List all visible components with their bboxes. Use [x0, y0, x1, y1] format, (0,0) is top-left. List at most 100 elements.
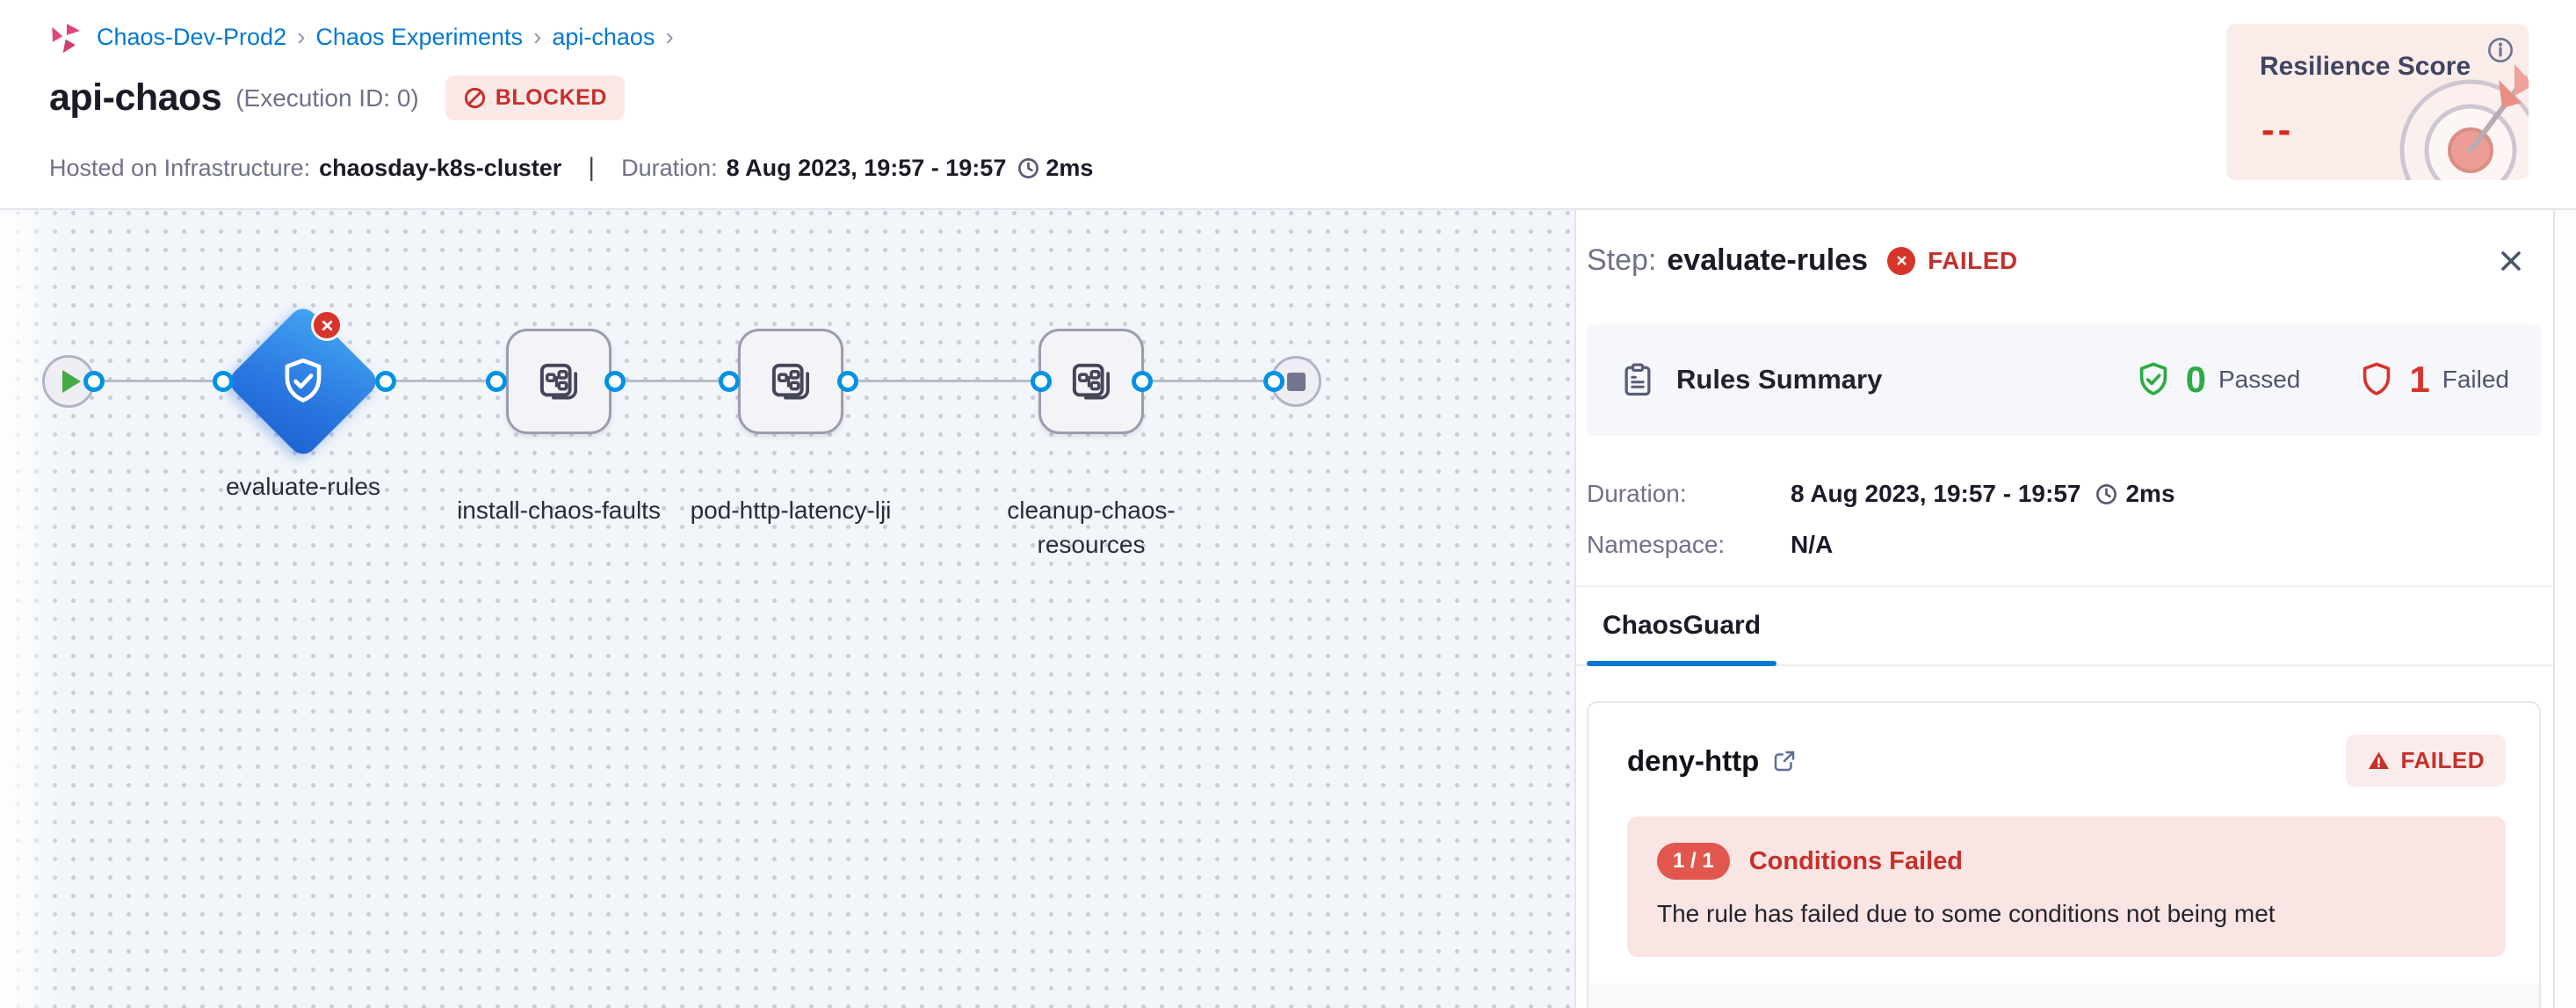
duration-value: 8 Aug 2023, 19:57 - 19:57: [726, 154, 1007, 181]
failed-count-group: 1 Failed: [2356, 359, 2509, 401]
section-divider: [1576, 585, 2553, 587]
pipeline-edge: [88, 380, 1276, 382]
conditions-failed-alert: 1 / 1 Conditions Failed The rule has fai…: [1627, 816, 2506, 957]
connector-dot: [1031, 371, 1052, 392]
chaos-module-icon: [52, 24, 80, 54]
infra-value: chaosday-k8s-cluster: [319, 154, 562, 181]
panel-scrollbar[interactable]: [2553, 210, 2576, 1008]
breadcrumb-separator: ›: [665, 23, 674, 50]
node-label: pod-http-latency-lji: [690, 497, 892, 524]
connector-dot: [213, 371, 234, 392]
namespace-row: Namespace: N/A: [1587, 531, 2541, 559]
breadcrumb-separator: ›: [297, 23, 306, 50]
breadcrumb-link-project[interactable]: Chaos-Dev-Prod2: [97, 23, 287, 50]
passed-count: 0: [2185, 359, 2206, 400]
connector-dot: [375, 371, 396, 392]
chaos-fault-icon: [539, 363, 577, 400]
connector-dot: [604, 371, 626, 392]
failed-count: 1: [2409, 359, 2430, 400]
rules-summary-card: Rules Summary 0 Passed 1: [1587, 323, 2541, 436]
resilience-score-card: Resilience Score --: [2226, 24, 2529, 180]
duration-row: Duration: 8 Aug 2023, 19:57 - 19:57 2ms: [1587, 480, 2541, 508]
pipeline-canvas[interactable]: evaluate-rules install-chaos-faults: [0, 210, 1574, 1008]
node-label: evaluate-rules: [226, 473, 380, 500]
rule-status-label: FAILED: [2400, 747, 2485, 773]
step-details: Duration: 8 Aug 2023, 19:57 - 19:57 2ms …: [1587, 480, 2541, 559]
resilience-score-value: --: [2261, 108, 2295, 151]
node-failed-badge: [311, 309, 343, 341]
target-dart-illustration: [2399, 64, 2529, 180]
stop-icon: [1286, 372, 1306, 391]
node-label: install-chaos-faults: [457, 497, 661, 524]
play-icon: [62, 370, 81, 393]
namespace-label: Namespace:: [1587, 531, 1726, 558]
view-conditions-toggle[interactable]: View Conditions (1): [1588, 983, 2539, 1008]
rule-status-badge: FAILED: [2345, 735, 2506, 787]
failed-circle-icon: [1887, 246, 1916, 275]
tab-chaosguard[interactable]: ChaosGuard: [1587, 587, 1777, 666]
breadcrumb: Chaos-Dev-Prod2 › Chaos Experiments › ap…: [47, 19, 674, 54]
close-icon: [2501, 250, 2521, 271]
resilience-score-title: Resilience Score: [2260, 52, 2471, 81]
shield-check-icon: [276, 354, 330, 409]
panel-header: Step: evaluate-rules FAILED: [1587, 243, 2541, 278]
breadcrumb-link-experiment[interactable]: api-chaos: [552, 23, 655, 50]
title-row: api-chaos (Execution ID: 0) BLOCKED: [49, 76, 625, 120]
status-badge-blocked: BLOCKED: [445, 76, 625, 120]
connector-dot: [837, 371, 858, 392]
rules-summary-title: Rules Summary: [1676, 364, 1883, 395]
rule-name[interactable]: deny-http: [1627, 743, 1760, 777]
step-status-label: FAILED: [1928, 246, 2018, 274]
meta-row: Hosted on Infrastructure: chaosday-k8s-c…: [49, 153, 1093, 183]
step-details-panel: Step: evaluate-rules FAILED: [1574, 210, 2553, 1008]
connector-dot: [1263, 371, 1284, 392]
meta-separator: |: [588, 153, 596, 182]
infra-label: Hosted on Infrastructure:: [49, 154, 311, 181]
namespace-value: N/A: [1791, 531, 1834, 558]
page-header: Chaos-Dev-Prod2 › Chaos Experiments › ap…: [0, 0, 2576, 210]
step-status-badge: FAILED: [1887, 246, 2018, 275]
node-evaluate-rules[interactable]: [224, 302, 382, 460]
step-label: Step:: [1587, 243, 1657, 277]
chaos-fault-icon: [771, 363, 809, 400]
shield-red-icon: [2363, 362, 2391, 395]
passed-label: Passed: [2218, 366, 2301, 393]
rules-summary-counts: 0 Passed 1 Failed: [2133, 359, 2509, 401]
node-install-chaos-faults[interactable]: [506, 329, 611, 434]
page-title: api-chaos: [49, 76, 222, 119]
clock-icon: [1018, 157, 1039, 178]
failed-label: Failed: [2442, 366, 2509, 393]
duration-label: Duration:: [1587, 480, 1687, 507]
tab-bar: ChaosGuard: [1576, 587, 2553, 666]
connector-dot: [1132, 371, 1153, 392]
node-pod-http-latency[interactable]: [738, 329, 843, 434]
close-button[interactable]: [2495, 245, 2527, 277]
connector-dot: [719, 371, 740, 392]
breadcrumb-link-experiments[interactable]: Chaos Experiments: [315, 23, 524, 50]
conditions-count-pill: 1 / 1: [1657, 843, 1730, 880]
passed-count-group: 0 Passed: [2133, 359, 2301, 401]
external-link-icon[interactable]: [1771, 748, 1798, 774]
clock-icon: [2096, 483, 2117, 504]
connector-dot: [486, 371, 507, 392]
duration-elapsed: 2ms: [1046, 154, 1094, 181]
duration-elapsed: 2ms: [2125, 480, 2175, 507]
warning-triangle-icon: [2368, 751, 2389, 769]
rule-card-header: deny-http FAILED: [1588, 703, 2539, 794]
info-icon[interactable]: [2486, 36, 2514, 64]
breadcrumb-separator: ›: [533, 23, 542, 50]
step-name: evaluate-rules: [1667, 243, 1869, 277]
execution-id: (Execution ID: 0): [235, 83, 419, 112]
clipboard-icon: [1624, 363, 1651, 396]
node-label: cleanup-chaos-resources: [1007, 497, 1176, 558]
connector-dot: [83, 371, 105, 392]
node-cleanup-chaos-resources[interactable]: [1038, 329, 1144, 434]
chaos-fault-icon: [1072, 363, 1110, 400]
conditions-failed-title: Conditions Failed: [1748, 846, 1963, 875]
conditions-failed-description: The rule has failed due to some conditio…: [1657, 900, 2276, 927]
main-content: evaluate-rules install-chaos-faults: [0, 210, 2576, 1008]
duration-value: 8 Aug 2023, 19:57 - 19:57 2ms: [1791, 480, 2175, 508]
shield-check-green-icon: [2139, 362, 2167, 395]
alert-header: 1 / 1 Conditions Failed: [1657, 843, 2476, 880]
